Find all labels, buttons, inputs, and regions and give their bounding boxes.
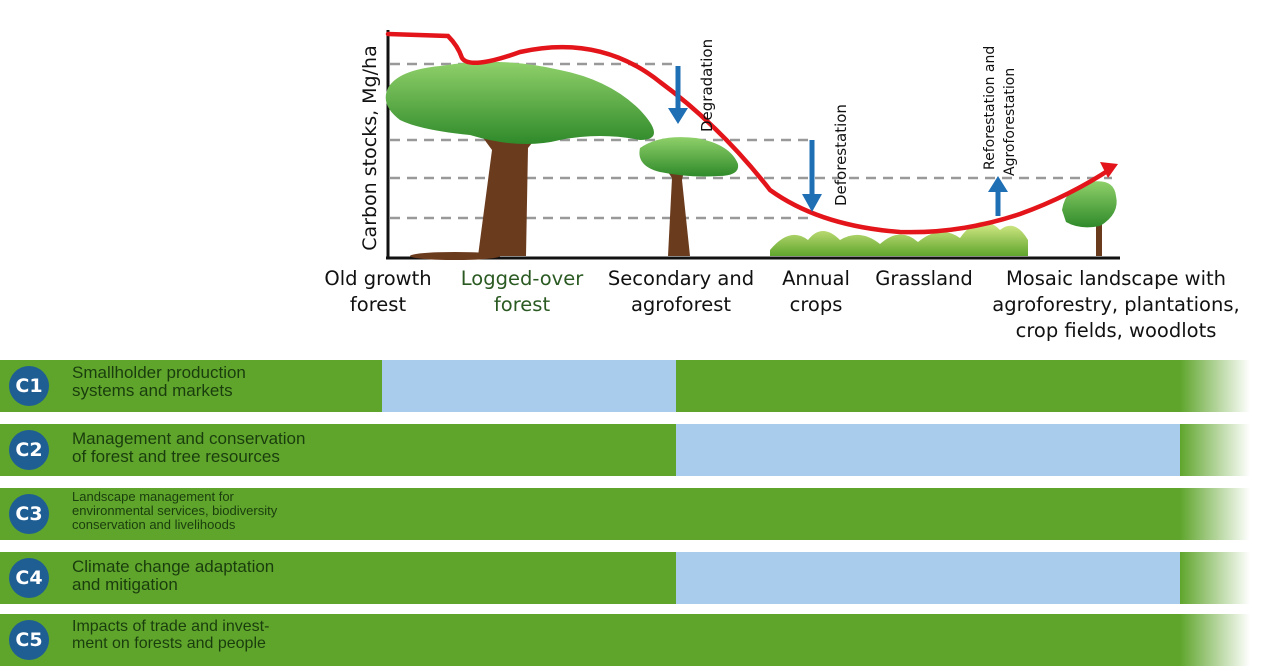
program-row-c2: C2 Management and conservation of forest … (0, 424, 1250, 476)
row-segment-green (0, 614, 382, 666)
row-segment-blue (1006, 552, 1180, 604)
row-segment-green (1006, 360, 1180, 412)
program-badge: C2 (9, 430, 49, 470)
grassland-icon (770, 221, 1028, 256)
row-segment-green (676, 360, 1006, 412)
stage-secondary-line2: agroforest (630, 293, 732, 316)
stage-old-growth-line2: forest (349, 293, 407, 316)
row-segment-green (382, 424, 676, 476)
program-badge: C5 (9, 620, 49, 660)
degradation-arrow-icon (668, 66, 688, 124)
deforestation-label: Deforestation (832, 104, 850, 206)
secondary-tree-icon (639, 137, 739, 256)
row-segment-green (1180, 614, 1250, 666)
row-segment-green (1180, 360, 1250, 412)
program-title: Management and conservation of forest an… (72, 429, 306, 466)
stage-mosaic-line3: crop fields, woodlots (1015, 319, 1217, 342)
program-badge: C4 (9, 558, 49, 598)
program-title: Impacts of trade and invest- ment on for… (72, 618, 270, 652)
degradation-label: Degradation (698, 39, 716, 132)
row-segment-green (1180, 488, 1250, 540)
row-segment-green (1180, 424, 1250, 476)
stage-grassland: Grassland (866, 266, 982, 292)
stage-logged-over-line1: Logged-over (460, 267, 584, 290)
mosaic-tree-icon (1062, 181, 1117, 256)
stage-logged-over-line2: forest (493, 293, 551, 316)
program-row-c4: C4 Climate change adaptation and mitigati… (0, 552, 1250, 604)
reforestation-arrow-icon (988, 176, 1008, 216)
stage-annual-crops-line1: Annual (782, 267, 850, 290)
stage-mosaic-line2: agroforestry, plantations, (992, 293, 1240, 316)
row-segment-green (676, 614, 1006, 666)
agroforestation-label: Agroforestation (1002, 68, 1018, 176)
program-row-c5: C5 Impacts of trade and invest- ment on f… (0, 614, 1250, 666)
y-axis-label: Carbon stocks, Mg/ha (359, 45, 381, 250)
row-segment-green (676, 488, 1006, 540)
program-badge: C3 (9, 494, 49, 534)
program-title: Landscape management for environmental s… (72, 489, 278, 532)
stage-secondary: Secondary and agroforest (600, 266, 762, 318)
stage-logged-over: Logged-over forest (446, 266, 598, 318)
stage-annual-crops: Annual crops (768, 266, 864, 318)
row-segment-green (1006, 614, 1180, 666)
row-segment-green (382, 488, 676, 540)
reforestation-label: Reforestation and (982, 46, 998, 170)
row-segment-blue (1006, 424, 1180, 476)
row-segment-green (0, 552, 382, 604)
stage-secondary-line1: Secondary and (607, 267, 755, 290)
stage-old-growth-line1: Old growth (324, 267, 432, 290)
stage-grassland-line1: Grassland (875, 267, 973, 290)
deforestation-arrow-icon (802, 140, 822, 212)
program-title: Climate change adaptation and mitigation (72, 557, 275, 594)
stage-mosaic: Mosaic landscape with agroforestry, plan… (980, 266, 1252, 344)
carbon-curve-figure: Carbon stocks, Mg/ha (359, 30, 1120, 260)
stage-mosaic-line1: Mosaic landscape with (1005, 267, 1227, 290)
row-segment-blue (382, 360, 676, 412)
program-badge: C1 (9, 366, 49, 406)
program-row-c3: C3 Landscape management for environmental… (0, 488, 1250, 540)
program-title: Smallholder production systems and marke… (72, 363, 246, 400)
row-segment-green (1006, 488, 1180, 540)
curve-arrowhead (1100, 162, 1118, 178)
stage-annual-crops-line2: crops (789, 293, 843, 316)
row-segment-blue (676, 552, 1006, 604)
stage-old-growth: Old growth forest (318, 266, 438, 318)
row-segment-green (0, 360, 382, 412)
row-segment-green (382, 552, 676, 604)
row-segment-green (1180, 552, 1250, 604)
row-segment-blue (676, 424, 1006, 476)
program-row-c1: C1 Smallholder production systems and mar… (0, 360, 1250, 412)
carbon-stock-curve (385, 31, 1115, 235)
row-segment-green (0, 424, 382, 476)
row-segment-green (0, 488, 382, 540)
old-growth-tree-icon (385, 61, 654, 260)
row-segment-green (382, 614, 676, 666)
